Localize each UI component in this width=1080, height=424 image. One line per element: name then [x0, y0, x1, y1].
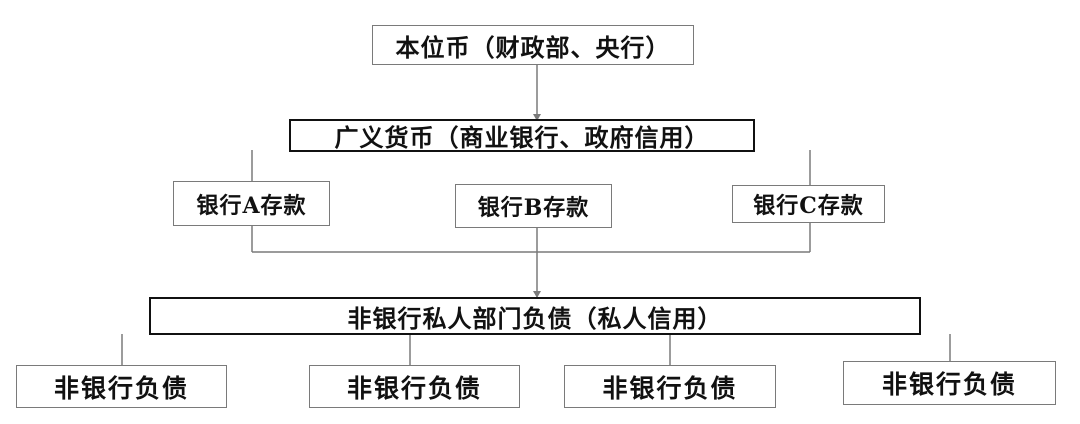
liability-label-2: 非银行负债	[346, 373, 482, 403]
broad-money-node: 广义货币（商业银行、政府信用）	[289, 119, 755, 152]
liability-label-1: 非银行负债	[53, 373, 189, 403]
liability-label-4: 非银行负债	[881, 370, 1017, 399]
arrowhead-to-broad	[533, 114, 541, 121]
liability-node-2: 非银行负债	[309, 365, 520, 408]
broad-money-label: 广义货币（商业银行、政府信用）	[334, 123, 710, 152]
deposit-label-c: 银行C存款	[753, 193, 864, 219]
deposit-node-a: 银行A存款	[173, 181, 330, 226]
root-node-label: 本位币（财政部、央行）	[395, 32, 671, 62]
deposit-node-b: 银行B存款	[455, 184, 612, 228]
liability-label-3: 非银行负债	[602, 373, 738, 403]
root-node: 本位币（财政部、央行）	[372, 25, 694, 65]
liability-node-1: 非银行负债	[16, 365, 227, 408]
arrowhead-to-nonbank	[533, 291, 541, 298]
liability-node-4: 非银行负债	[843, 361, 1056, 405]
nonbank-label: 非银行私人部门负债（私人信用）	[347, 303, 723, 333]
deposit-label-b: 银行B存款	[477, 195, 590, 221]
nonbank-node: 非银行私人部门负债（私人信用）	[149, 297, 921, 335]
deposit-label-a: 银行A存款	[196, 192, 307, 219]
deposit-node-c: 银行C存款	[732, 185, 885, 223]
liability-node-3: 非银行负债	[564, 365, 776, 408]
